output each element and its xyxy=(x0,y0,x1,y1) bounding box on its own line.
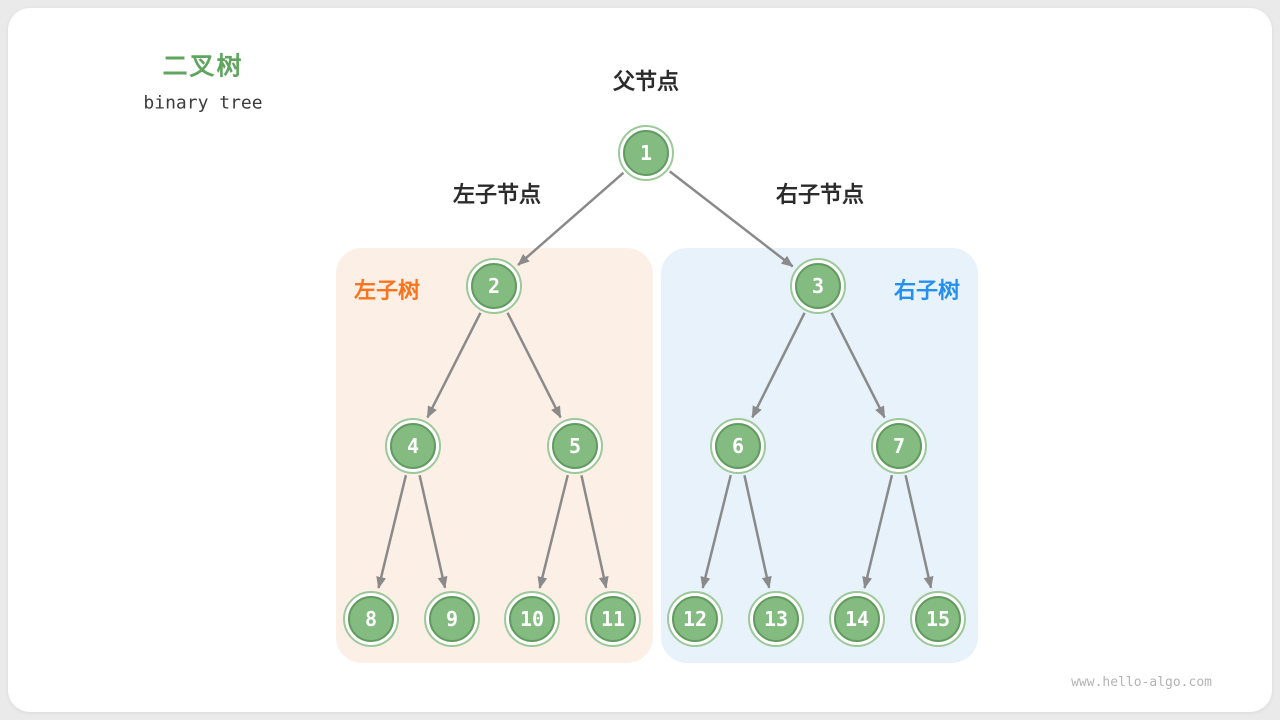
tree-edge-2-4 xyxy=(426,312,482,419)
tree-node-value: 5 xyxy=(552,423,598,469)
parent-node-label: 父节点 xyxy=(612,69,680,94)
tree-node-1: 1 xyxy=(618,125,674,181)
left-subtree-label: 左子树 xyxy=(354,278,421,303)
left-child-label: 左子节点 xyxy=(452,182,542,207)
tree-edge-3-6 xyxy=(751,312,806,419)
tree-node-3: 3 xyxy=(790,258,846,314)
tree-node-13: 13 xyxy=(748,591,804,647)
tree-node-value: 6 xyxy=(715,423,761,469)
tree-node-2: 2 xyxy=(466,258,522,314)
tree-edge-7-14 xyxy=(862,474,894,589)
tree-node-8: 8 xyxy=(343,591,399,647)
tree-node-value: 7 xyxy=(876,423,922,469)
tree-edge-5-10 xyxy=(537,474,569,589)
tree-edge-3-7 xyxy=(830,312,886,419)
tree-edge-1-2 xyxy=(517,171,625,266)
tree-edge-4-9 xyxy=(418,474,448,589)
tree-node-15: 15 xyxy=(910,591,966,647)
tree-node-5: 5 xyxy=(547,418,603,474)
right-child-label: 右子节点 xyxy=(775,182,865,207)
legend: 二叉树 binary tree xyxy=(143,47,262,114)
tree-node-9: 9 xyxy=(424,591,480,647)
diagram-title-en: binary tree xyxy=(143,92,263,114)
diagram-title-zh: 二叉树 xyxy=(162,52,244,81)
right-subtree-label: 右子树 xyxy=(893,278,960,303)
tree-edge-6-13 xyxy=(743,475,772,589)
tree-node-value: 10 xyxy=(509,596,555,642)
tree-node-12: 12 xyxy=(667,591,723,647)
tree-node-value: 9 xyxy=(429,596,475,642)
tree-edge-4-8 xyxy=(376,474,408,589)
tree-node-6: 6 xyxy=(710,418,766,474)
tree-edge-5-11 xyxy=(580,475,609,589)
tree-node-value: 1 xyxy=(623,130,669,176)
tree-edge-6-12 xyxy=(700,474,732,589)
tree-node-value: 14 xyxy=(834,596,880,642)
tree-node-value: 3 xyxy=(795,263,841,309)
tree-edge-2-5 xyxy=(506,312,562,419)
tree-node-value: 15 xyxy=(915,596,961,642)
tree-node-value: 4 xyxy=(390,423,436,469)
tree-node-14: 14 xyxy=(829,591,885,647)
tree-node-11: 11 xyxy=(585,591,641,647)
tree-edges xyxy=(376,170,934,589)
tree-node-value: 2 xyxy=(471,263,517,309)
watermark: www.hello-algo.com xyxy=(1071,675,1212,690)
tree-node-value: 8 xyxy=(348,596,394,642)
tree-node-value: 11 xyxy=(590,596,636,642)
tree-node-7: 7 xyxy=(871,418,927,474)
tree-node-value: 13 xyxy=(753,596,799,642)
tree-node-4: 4 xyxy=(385,418,441,474)
tree-node-value: 12 xyxy=(672,596,718,642)
tree-node-10: 10 xyxy=(504,591,560,647)
tree-edge-1-3 xyxy=(668,170,794,268)
tree-edge-7-15 xyxy=(904,474,934,589)
